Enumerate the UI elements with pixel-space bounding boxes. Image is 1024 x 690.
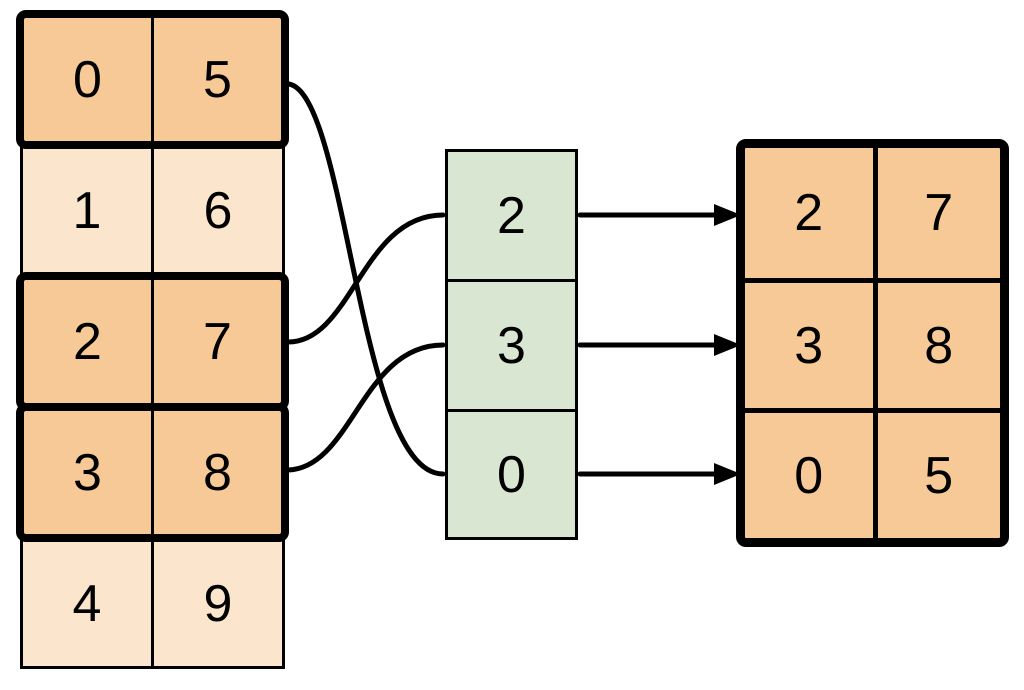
result-cell-r0-c0: 2 <box>794 184 824 242</box>
curve-source-row3-to-index-3 <box>285 342 446 473</box>
source-cell-r1-c1: 6 <box>151 148 282 273</box>
source-row-4: 4 9 <box>20 538 285 669</box>
arrow-index0-to-result-row0 <box>577 204 741 226</box>
source-cell-r2-c0: 2 <box>73 312 102 371</box>
source-cell-r4-c0: 4 <box>72 574 102 633</box>
source-row-0-highlighted: 0 5 <box>16 10 289 149</box>
source-row-1: 1 6 <box>20 145 285 276</box>
arrow-index2-to-result-row2 <box>577 463 741 485</box>
source-cell-r4-c1: 9 <box>151 541 282 666</box>
result-cell-r2-c1: 5 <box>872 408 1000 538</box>
source-cell-r2-c1: 7 <box>151 280 281 403</box>
source-cell-r3-c1: 8 <box>151 411 281 534</box>
index-cell-2: 0 <box>445 409 578 540</box>
source-row-2-highlighted: 2 7 <box>16 272 289 411</box>
source-row-3-highlighted: 3 8 <box>16 403 289 542</box>
result-cell-r1-c1: 8 <box>872 278 1000 408</box>
curve-source-row2-to-index-2 <box>285 212 446 345</box>
source-cell-r0-c0: 0 <box>73 50 102 109</box>
result-cell-r1-c0: 3 <box>745 278 873 408</box>
index-cell-0: 2 <box>445 149 578 282</box>
index-cell-1: 3 <box>445 279 578 412</box>
curve-source-row0-to-index-0 <box>286 81 446 477</box>
result-table: 2 7 3 8 0 5 <box>736 139 1009 547</box>
source-cell-r3-c0: 3 <box>73 443 102 502</box>
result-cell-r2-c0: 0 <box>745 408 873 538</box>
result-cell-r0-c1: 7 <box>872 148 1001 278</box>
source-cell-r0-c1: 5 <box>151 18 281 141</box>
arrow-index1-to-result-row1 <box>577 334 741 356</box>
source-cell-r1-c0: 1 <box>72 181 102 240</box>
